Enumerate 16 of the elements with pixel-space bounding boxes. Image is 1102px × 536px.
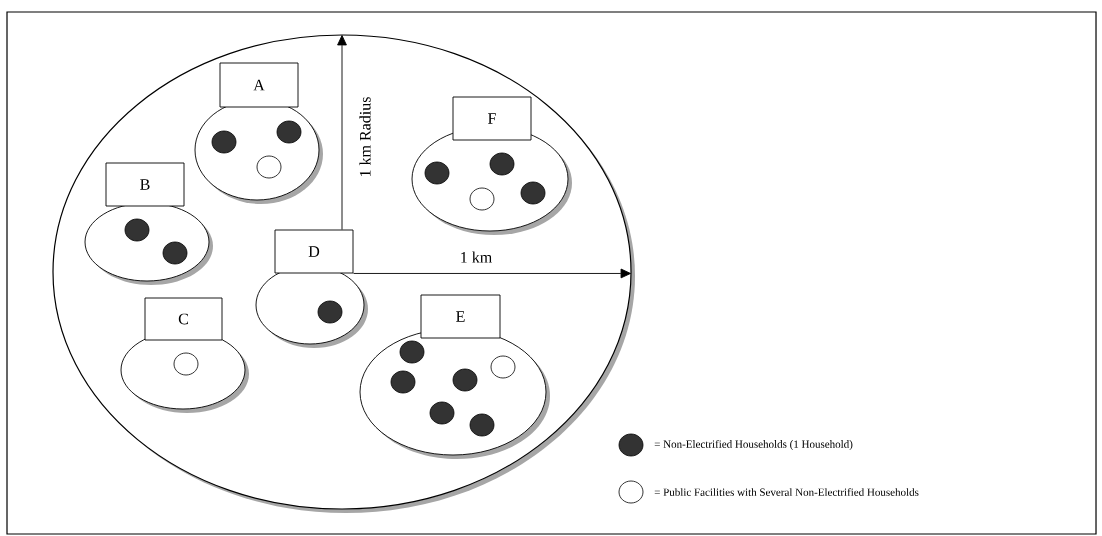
node-label: D (308, 246, 320, 257)
edge-label: 1 km Radius (359, 97, 371, 177)
node-label: B (140, 179, 150, 190)
node-label: E (456, 311, 465, 322)
edge-label: 1 km (461, 251, 492, 263)
legend-text: = Non-Electrified Households (1 Household) (654, 439, 853, 451)
arrow (337, 35, 347, 230)
village-group: A (194, 62, 323, 204)
node-label: A (253, 79, 265, 91)
node-label: C (178, 313, 188, 325)
arrow (353, 268, 631, 279)
legend-text: = Public Facilities with Several Non-Electrified Households (654, 488, 919, 496)
village-group: C (120, 297, 249, 413)
node-label: F (488, 113, 496, 124)
village-group: B (84, 162, 213, 285)
village-group: D (255, 229, 368, 348)
